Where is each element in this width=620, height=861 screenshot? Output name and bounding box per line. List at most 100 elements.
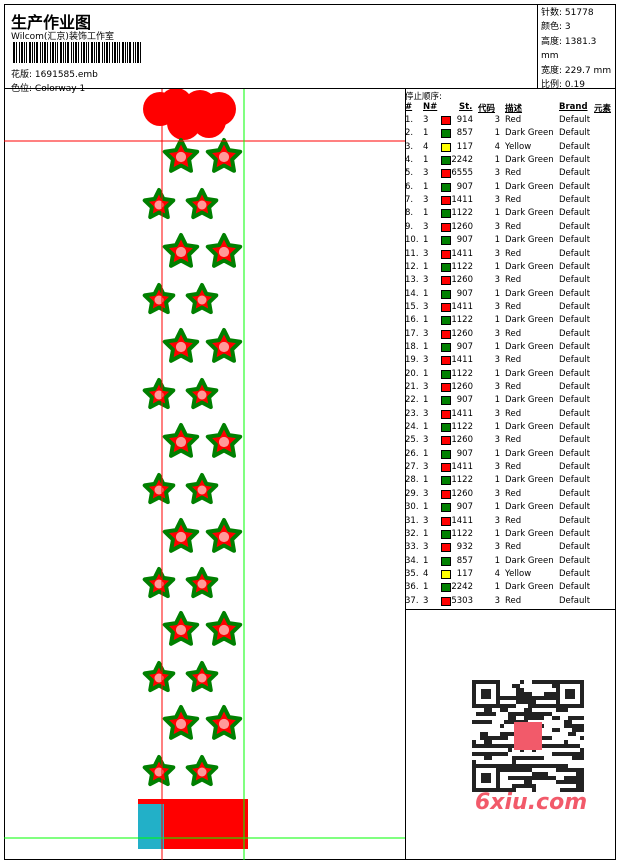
barcode-bar xyxy=(129,42,131,63)
row-stitches: 1260 xyxy=(451,382,473,392)
barcode-bar xyxy=(67,42,69,63)
row-desc: Dark Green xyxy=(505,288,554,299)
color-swatch xyxy=(441,449,451,459)
row-desc: Dark Green xyxy=(505,475,554,486)
row-brand: Default xyxy=(559,555,591,566)
table-caption: 停止顺序: xyxy=(405,92,442,102)
row-index: 22. xyxy=(405,395,419,406)
color-swatch xyxy=(441,543,451,553)
row-index: 32. xyxy=(405,528,419,539)
row-code: 1 xyxy=(494,555,500,566)
table-row: 5. 3 6555 3 Red Default xyxy=(405,168,616,181)
row-brand: Default xyxy=(559,422,591,433)
row-stitches: 1260 xyxy=(451,221,473,232)
design-file-value: 1691585.emb xyxy=(34,70,98,80)
col-idx: # xyxy=(405,102,413,112)
table-row: 32. 1 1122 1 Dark Green Default xyxy=(405,529,616,542)
row-index: 34. xyxy=(405,555,419,566)
row-stitches: 907 xyxy=(456,235,473,246)
row-index: 33. xyxy=(405,542,419,553)
row-n: 1 xyxy=(423,261,429,272)
row-brand: Default xyxy=(559,462,591,473)
row-desc: Red xyxy=(505,488,522,499)
row-stitches: 907 xyxy=(456,448,473,459)
color-swatch xyxy=(441,556,451,566)
star-center xyxy=(175,531,187,543)
table-row: 9. 3 1260 3 Red Default xyxy=(405,222,616,235)
row-desc: Dark Green xyxy=(505,502,554,513)
table-row: 4. 1 2242 1 Dark Green Default xyxy=(405,155,616,168)
height: 高度: 1381.3 mm xyxy=(541,36,597,62)
design-preview xyxy=(4,89,406,860)
row-stitches: 907 xyxy=(456,502,473,513)
row-index: 24. xyxy=(405,422,419,433)
row-stitches: 1411 xyxy=(451,462,473,473)
row-brand: Default xyxy=(559,355,591,366)
row-index: 25. xyxy=(405,435,419,446)
row-brand: Default xyxy=(559,315,591,326)
barcode-bar xyxy=(24,42,25,63)
barcode-bar xyxy=(114,42,116,63)
star-center xyxy=(218,718,230,730)
star-center xyxy=(154,485,164,495)
colorway-label: 色位: xyxy=(11,84,33,94)
barcode-bar xyxy=(52,42,54,63)
row-desc: Red xyxy=(505,115,522,125)
color-swatch xyxy=(441,289,451,299)
barcode-bar xyxy=(117,42,118,63)
row-brand: Default xyxy=(559,128,591,139)
table-row: 2. 1 857 1 Dark Green Default xyxy=(405,128,616,141)
row-brand: Default xyxy=(559,448,591,459)
row-brand: Default xyxy=(559,328,591,339)
row-desc: Dark Green xyxy=(505,448,554,459)
color-swatch xyxy=(441,262,451,272)
col-st: St. xyxy=(459,102,473,112)
color-swatch xyxy=(441,329,451,339)
table-row: 10. 1 907 1 Dark Green Default xyxy=(405,235,616,248)
table-row: 27. 3 1411 3 Red Default xyxy=(405,462,616,475)
row-brand: Default xyxy=(559,568,591,579)
row-stitches: 932 xyxy=(456,542,473,553)
color-swatch xyxy=(441,583,451,593)
table-row: 6. 1 907 1 Dark Green Default xyxy=(405,182,616,195)
row-stitches: 1411 xyxy=(451,515,473,526)
star-center xyxy=(197,390,207,400)
table-row: 33. 3 932 3 Red Default xyxy=(405,542,616,555)
row-code: 1 xyxy=(494,155,500,166)
row-index: 19. xyxy=(405,355,419,366)
row-n: 1 xyxy=(423,288,429,299)
row-desc: Red xyxy=(505,382,522,392)
barcode-bar xyxy=(50,42,51,63)
barcode-bar xyxy=(98,42,100,63)
col-elem: 元素 xyxy=(594,104,612,114)
row-n: 1 xyxy=(423,341,429,352)
row-n: 1 xyxy=(423,448,429,459)
row-code: 1 xyxy=(494,368,500,379)
table-row: 37. 3 5303 3 Red Default xyxy=(405,596,616,609)
row-code: 1 xyxy=(494,235,500,246)
color-swatch xyxy=(441,342,451,352)
color-swatch xyxy=(441,489,451,499)
row-stitches: 907 xyxy=(456,395,473,406)
design-file: 花版: 1691585.emb xyxy=(11,67,98,80)
table-row: 20. 1 1122 1 Dark Green Default xyxy=(405,369,616,382)
row-index: 4. xyxy=(405,155,414,166)
barcode-bar xyxy=(47,42,48,63)
row-index: 1. xyxy=(405,115,414,125)
table-row: 12. 1 1122 1 Dark Green Default xyxy=(405,262,616,275)
barcode-bar xyxy=(83,42,85,63)
barcode-bar xyxy=(78,42,79,63)
row-code: 1 xyxy=(494,475,500,486)
row-desc: Dark Green xyxy=(505,181,554,192)
star-center xyxy=(197,579,207,589)
row-desc: Dark Green xyxy=(505,235,554,246)
row-desc: Red xyxy=(505,355,522,366)
barcode-bar xyxy=(102,42,103,63)
row-code: 1 xyxy=(494,528,500,539)
row-index: 37. xyxy=(405,595,419,606)
barcode-bar xyxy=(75,42,77,63)
row-n: 3 xyxy=(423,275,429,286)
row-stitches: 1260 xyxy=(451,435,473,446)
table-row: 24. 1 1122 1 Dark Green Default xyxy=(405,422,616,435)
star-center xyxy=(175,624,187,636)
